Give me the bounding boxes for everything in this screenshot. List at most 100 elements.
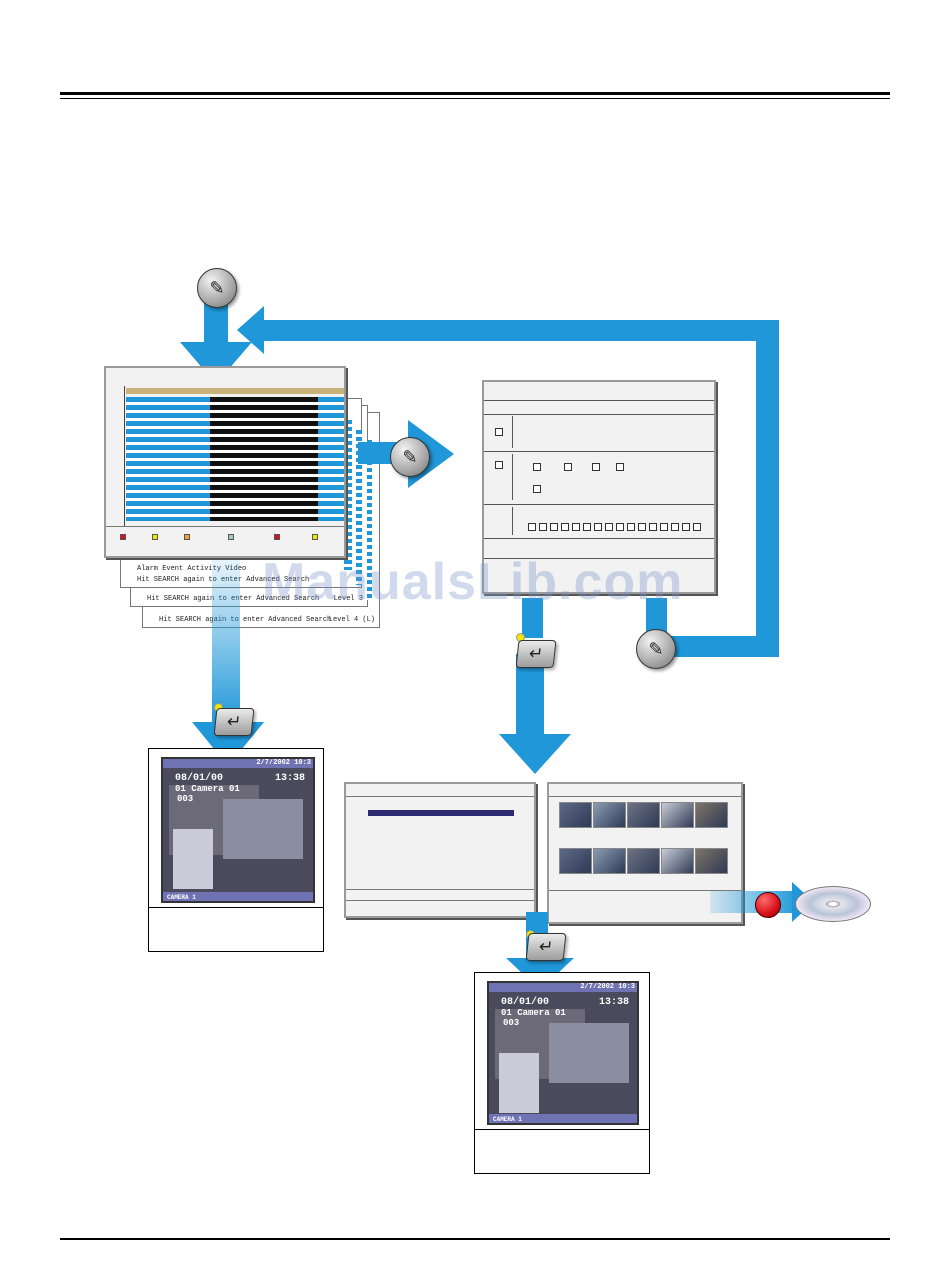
- camera-checkbox[interactable]: [550, 523, 558, 531]
- adv-row-line: [484, 558, 714, 559]
- camera-checkbox[interactable]: [616, 523, 624, 531]
- list-selected-row[interactable]: [368, 810, 514, 816]
- list-line: [346, 796, 534, 797]
- camera-checkbox[interactable]: [649, 523, 657, 531]
- camera-checkbox[interactable]: [627, 523, 635, 531]
- osd-channel: 003: [177, 794, 194, 804]
- osd-footer: CAMERA 1: [493, 1116, 522, 1123]
- enter-button-left[interactable]: ↵: [213, 708, 255, 736]
- timeline-header-bar: [126, 388, 344, 394]
- advanced-search-screen: [482, 380, 716, 594]
- osd-date: 2/7/2002 10:3: [580, 983, 635, 991]
- adv-checkbox-2[interactable]: [495, 461, 503, 469]
- thumbnail-image[interactable]: [627, 848, 660, 874]
- search-button-right[interactable]: ✎: [390, 437, 430, 477]
- sheet-edge-stripes-3: [367, 440, 372, 600]
- adv-enter-head: [499, 734, 571, 774]
- adv-col-line: [512, 507, 513, 535]
- enter-button-adv[interactable]: ↵: [515, 640, 557, 668]
- adv-row-line: [484, 538, 714, 539]
- adv-col-line: [512, 416, 513, 448]
- legend-6: [312, 534, 318, 540]
- osd-datetime: 08/01/00: [501, 997, 550, 1008]
- loop-arrow-bottom-shaft: [650, 636, 779, 657]
- search-timeline-screen: [104, 366, 346, 558]
- search-torch-icon: ✎: [402, 446, 418, 468]
- enter-icon: ↵: [537, 937, 555, 957]
- timeline-cursor: [124, 386, 125, 526]
- camera-checkbox[interactable]: [605, 523, 613, 531]
- thumbnail-image[interactable]: [695, 802, 728, 828]
- camera-checkbox[interactable]: [693, 523, 701, 531]
- thumbnail-image[interactable]: [593, 848, 626, 874]
- adv-checkbox-1[interactable]: [495, 428, 503, 436]
- thumbnail-image[interactable]: [559, 848, 592, 874]
- thumbnail-image[interactable]: [593, 802, 626, 828]
- adv-row-line: [484, 414, 714, 415]
- adv-col-line: [512, 454, 513, 500]
- camera-checkbox[interactable]: [572, 523, 580, 531]
- thumb-line: [549, 890, 741, 891]
- record-button[interactable]: [755, 892, 781, 918]
- adv-checkbox-7[interactable]: [533, 485, 541, 493]
- watermark: ManualsLib.com: [262, 553, 684, 611]
- legend-event: [152, 534, 158, 540]
- cd-disc-icon: [795, 886, 871, 922]
- thumbnail-image[interactable]: [695, 848, 728, 874]
- search-button-top[interactable]: ✎: [197, 268, 237, 308]
- adv-checkbox-5[interactable]: [592, 463, 600, 471]
- enter-icon: ↵: [527, 644, 545, 664]
- thumbnail-image[interactable]: [627, 802, 660, 828]
- scene-shape: [173, 829, 213, 889]
- camera-checkbox-row: [528, 523, 708, 531]
- scene-shape: [549, 1023, 629, 1083]
- camera-checkbox[interactable]: [671, 523, 679, 531]
- sheet-legend: Alarm Event Activity Video: [137, 565, 247, 573]
- search-torch-icon: ✎: [648, 638, 664, 660]
- loop-arrow-right-shaft: [756, 320, 779, 657]
- osd-camera: 01 Camera 01: [501, 1008, 566, 1018]
- camera-checkbox[interactable]: [594, 523, 602, 531]
- thumbnail-image[interactable]: [559, 802, 592, 828]
- loop-arrow-top-shaft: [262, 320, 779, 341]
- camera-checkbox[interactable]: [583, 523, 591, 531]
- camera-checkbox[interactable]: [638, 523, 646, 531]
- hint-level4: Hit SEARCH again to enter Advanced Searc…: [159, 616, 332, 624]
- osd-time: 13:38: [274, 773, 305, 784]
- adv-checkbox-3[interactable]: [533, 463, 541, 471]
- list-line: [346, 900, 534, 901]
- search-button-loop[interactable]: ✎: [636, 629, 676, 669]
- camera-checkbox[interactable]: [682, 523, 690, 531]
- adv-checkbox-6[interactable]: [616, 463, 624, 471]
- event-list-screen: [344, 782, 536, 918]
- timeline-divider: [106, 526, 344, 527]
- osd-time: 13:38: [598, 997, 629, 1008]
- level3-label: Level 3: [333, 595, 363, 603]
- camera-checkbox[interactable]: [660, 523, 668, 531]
- adv-checkbox-4[interactable]: [564, 463, 572, 471]
- scene-shape: [499, 1053, 539, 1113]
- to-cd-shaft: [710, 891, 798, 913]
- osd-top-bar: [163, 759, 313, 768]
- camera-checkbox[interactable]: [539, 523, 547, 531]
- playback-arrow-left-shaft: [212, 560, 240, 726]
- scene-shape: [223, 799, 303, 859]
- osd-bottom-bar: [489, 1114, 637, 1123]
- adv-enter-top-shaft: [522, 598, 543, 638]
- bottom-rule: [60, 1238, 890, 1240]
- legend-video: [228, 534, 234, 540]
- osd-channel: 003: [503, 1018, 520, 1028]
- adv-row-line: [484, 504, 714, 505]
- enter-button-bottom[interactable]: ↵: [525, 933, 567, 961]
- monitor-base-line: [149, 907, 323, 908]
- osd-footer: CAMERA 1: [167, 894, 196, 901]
- monitor-bottom: 2/7/2002 10:3 08/01/00 13:38 01 Camera 0…: [474, 972, 650, 1174]
- camera-checkbox[interactable]: [528, 523, 536, 531]
- thumb-line: [549, 796, 741, 797]
- enter-icon: ↵: [225, 712, 243, 732]
- thumbnail-image[interactable]: [661, 848, 694, 874]
- camera-checkbox[interactable]: [561, 523, 569, 531]
- thumbnail-image[interactable]: [661, 802, 694, 828]
- legend-alarm: [120, 534, 126, 540]
- adv-row-line: [484, 400, 714, 401]
